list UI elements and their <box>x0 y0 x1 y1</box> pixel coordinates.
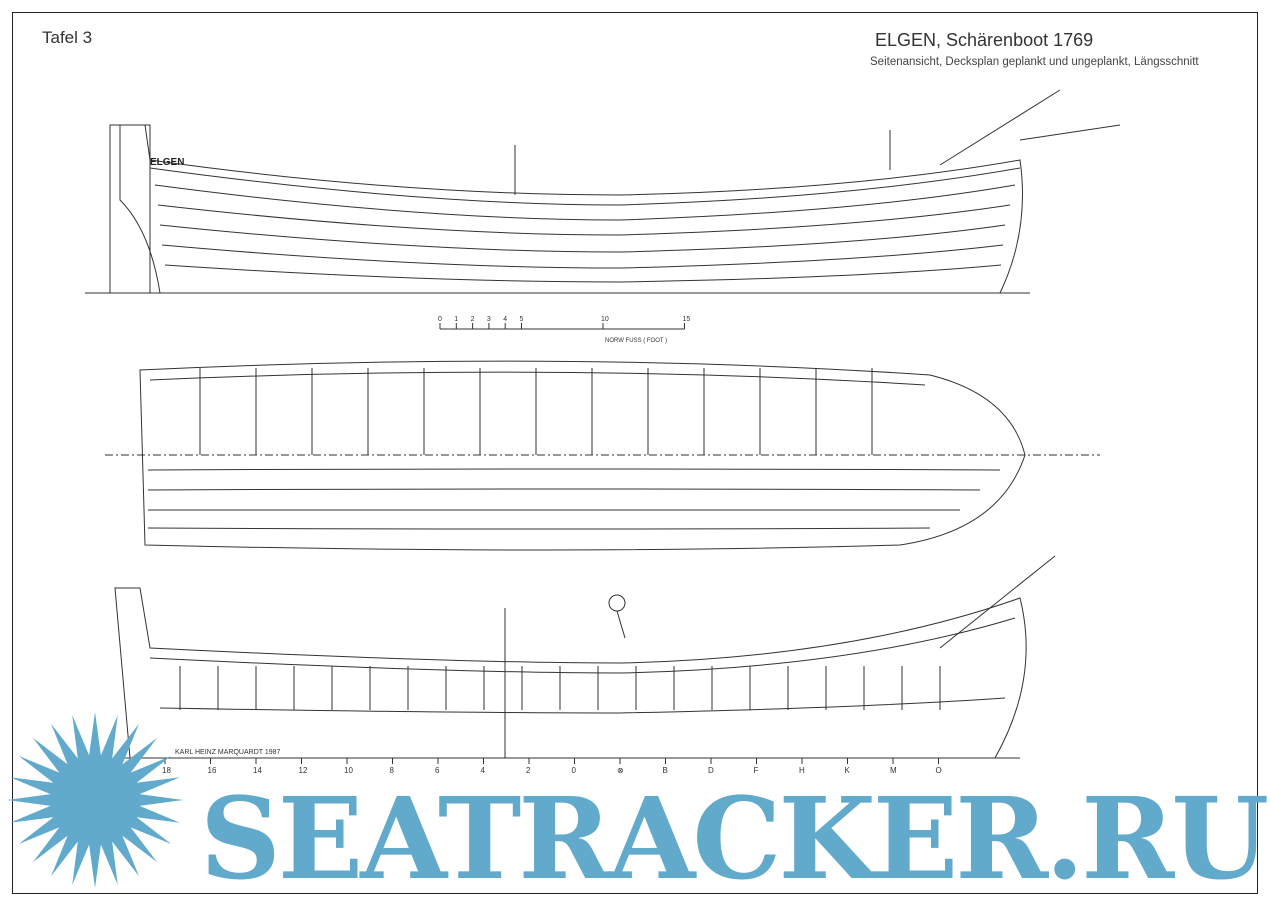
scale-tick-label: 0 <box>438 316 442 323</box>
drawing-frame <box>12 12 1258 894</box>
drawing-title: ELGEN, Schärenboot 1769 <box>875 30 1094 50</box>
scale-tick-label: 3 <box>487 316 491 323</box>
side-view: ELGEN <box>85 89 1121 294</box>
scale-tick-label: 4 <box>503 316 507 323</box>
station-label: 6 <box>435 766 440 775</box>
station-label: H <box>799 766 805 775</box>
scale-unit-label: NORW FUSS ( FOOT ) <box>605 338 667 344</box>
station-label: O <box>936 766 942 775</box>
drawing-subtitle: Seitenansicht, Decksplan geplankt und un… <box>870 56 1199 68</box>
watermark-sun-icon <box>7 712 183 888</box>
station-label: 2 <box>526 766 531 775</box>
station-label: 12 <box>299 766 308 775</box>
station-label: 18 <box>162 766 171 775</box>
scale-tick-label: 1 <box>454 316 458 323</box>
plate-label: Tafel 3 <box>42 28 93 47</box>
author-credit: KARL HEINZ MARQUARDT 1987 <box>175 749 281 756</box>
station-label: ⊗ <box>617 766 624 775</box>
station-label: 4 <box>481 766 486 775</box>
station-label: 16 <box>208 766 217 775</box>
longitudinal-section: KARL HEINZ MARQUARDT 1987 18 16 14 12 10 8 6 4 2… <box>114 555 1056 775</box>
scale-tick-label: 10 <box>601 316 609 323</box>
deck-plan <box>105 360 1100 551</box>
station-label: 8 <box>390 766 395 775</box>
scale-tick-label: 15 <box>683 316 691 323</box>
scale-tick-label: 2 <box>471 316 475 323</box>
ship-name-label: ELGEN <box>150 157 184 168</box>
station-label: 14 <box>253 766 262 775</box>
station-label: D <box>708 766 714 775</box>
station-label: B <box>663 766 668 775</box>
station-label: K <box>845 766 851 775</box>
station-label: 0 <box>572 766 577 775</box>
station-label: M <box>890 766 897 775</box>
sun-rays <box>7 712 183 888</box>
scale-tick-label: 5 <box>520 316 524 323</box>
station-label: 10 <box>344 766 353 775</box>
station-label: F <box>754 766 759 775</box>
watermark-text: SEATRACKER.RU <box>200 774 1269 905</box>
